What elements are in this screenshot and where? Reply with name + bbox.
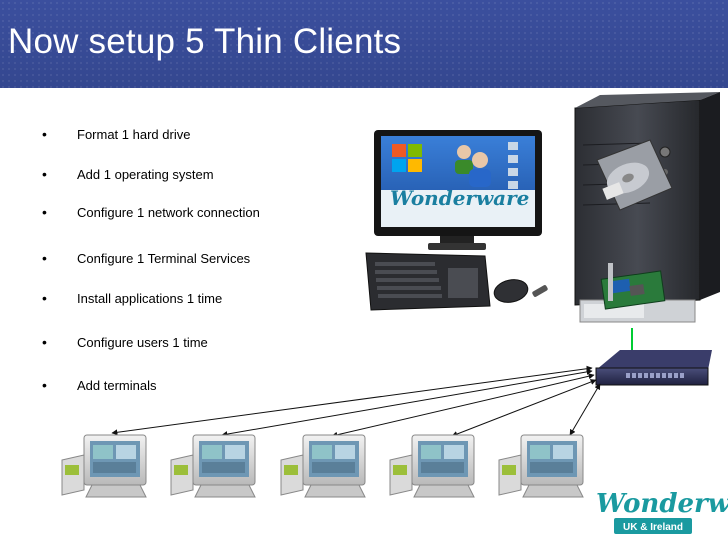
bullet-glyph: • [42,290,47,306]
bullet-glyph: • [42,126,47,142]
network-switch [595,350,712,386]
thin-client [170,434,256,498]
bullet-glyph: • [42,250,47,266]
desktop-shortcuts-icon [508,142,518,189]
network-card-icon [600,263,666,310]
bullet-glyph: • [42,334,47,350]
keyboard [365,252,491,311]
bullet-text: Configure 1 network connection [77,205,260,220]
bullet-text: Install applications 1 time [77,291,223,306]
thin-client [498,434,584,498]
thin-client [61,434,147,498]
bullet-text: Configure users 1 time [77,335,208,350]
thin-client [389,434,475,498]
connection-arrows [111,365,601,438]
thin-client [280,434,366,498]
bullet-text: Format 1 hard drive [77,127,191,142]
title-bar: Now setup 5 Thin Clients [0,0,728,88]
slide-title: Now setup 5 Thin Clients [8,22,402,61]
bullet-glyph: • [42,166,47,182]
monitor-brand-text: Wonderware [390,186,529,210]
logo-region-text: UK & Ireland [623,522,683,533]
bullet-glyph: • [42,204,47,220]
desktop-monitor: Wonderware [374,130,542,250]
logo-brand-text: Wonderware [596,489,728,519]
bullet-text: Add 1 operating system [77,167,214,182]
users-icon [455,145,491,187]
bullet-glyph: • [42,377,47,393]
hard-drive-icon [596,139,673,211]
wonderware-logo: Wonderware UK & Ireland [596,489,728,534]
windows-logo-icon [392,144,422,172]
mouse [493,279,548,303]
bullet-text: Configure 1 Terminal Services [77,251,251,266]
